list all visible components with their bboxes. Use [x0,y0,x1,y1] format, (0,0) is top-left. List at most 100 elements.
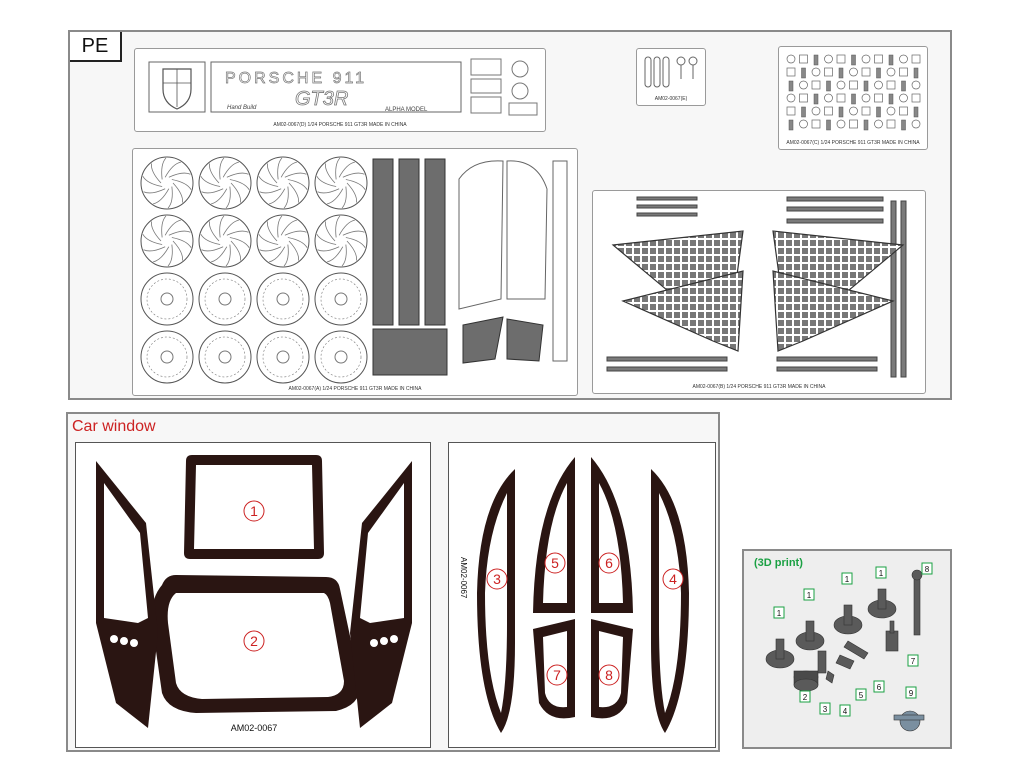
pe-sheet-e: AM02-0067(E) [636,48,706,106]
pe-rotor [314,156,368,210]
svg-text:6: 6 [877,683,882,692]
window-sheet-left-art: 1 2 AM02-0067 [96,455,412,733]
window-part-3-frame [477,469,515,733]
pe-rotor [140,330,194,384]
print3d-label: 5 [855,688,867,701]
pe-rotor-grid [140,156,368,384]
window-part-5-label: 5 [544,552,566,574]
svg-text:5: 5 [551,555,559,571]
window-right-code: AM02-0067 [459,557,468,599]
pe-rotor [140,156,194,210]
print3d-label: 1 [803,588,815,601]
window-part-6-frame [591,457,633,613]
window-left-code: AM02-0067 [231,723,278,733]
svg-text:1: 1 [845,575,850,584]
car-window-panel: Car window 1 2 AM [66,412,720,752]
pe-sheet-b-art [606,196,907,378]
pe-sheet-b-caption: AM02-0067(B) 1/24 PORSCHE 911 GT3R MADE … [692,384,826,390]
print3d-label: 1 [773,606,785,619]
svg-text:1: 1 [250,503,258,519]
svg-text:2: 2 [803,693,808,702]
pe-rotor [314,330,368,384]
print3d-label: 3 [819,702,831,715]
svg-text:9: 9 [909,689,914,698]
pe-sheet-d: PORSCHE 911 GT3R Hand Build ALPHA MODEL … [134,48,546,132]
print3d-label: 6 [873,680,885,693]
pe-sheet-a-art [140,156,568,384]
print3d-label: 8 [921,562,933,575]
window-sheet-right: AM02-0067 3 4 5 6 7 8 [448,442,716,748]
pe-script-text: Hand Build [227,105,257,111]
pe-sheet-d-art: PORSCHE 911 GT3R Hand Build ALPHA MODEL [148,58,538,116]
pe-maker-text: ALPHA MODEL [385,107,428,113]
window-part-4-frame [651,469,689,733]
pe-rotor [198,272,252,326]
print3d-parts-art: 1 1 1 1 8 2 3 4 5 6 7 9 [765,562,933,732]
pe-rotor [198,214,252,268]
svg-text:4: 4 [669,571,677,587]
window-part-1-label: 1 [243,500,265,522]
print3d-label: 7 [907,654,919,667]
pe-grilles [372,158,568,376]
pe-rotor [256,156,310,210]
window-part-4-label: 4 [662,568,684,590]
print3d-title: (3D print) [754,557,803,569]
pe-rotor [140,214,194,268]
window-part-left-frame [96,461,158,728]
pe-rotor [198,156,252,210]
svg-text:8: 8 [605,667,613,683]
svg-text:1: 1 [879,569,884,578]
print3d-label: 2 [799,690,811,703]
window-part-7-label: 7 [546,664,568,686]
print3d-panel: (3D print) 1 1 1 1 8 2 3 4 5 6 7 9 [742,549,952,749]
window-part-7-frame [533,619,575,719]
pe-brand-main: PORSCHE 911 [225,70,367,87]
pe-sheet-a: AM02-0067(A) 1/24 PORSCHE 911 GT3R MADE … [132,148,578,396]
svg-text:1: 1 [807,591,812,600]
pe-rotor [256,272,310,326]
svg-text:2: 2 [250,633,258,649]
pe-rotor [198,330,252,384]
svg-text:3: 3 [493,571,501,587]
pe-sheet-e-caption: AM02-0067(E) [654,96,688,102]
pe-sheet-a-caption: AM02-0067(A) 1/24 PORSCHE 911 GT3R MADE … [288,386,422,392]
window-part-2-frame [151,575,361,713]
pe-rotor [140,272,194,326]
pe-sheet-d-caption: AM02-0067(D) 1/24 PORSCHE 911 GT3R MADE … [273,122,407,128]
window-part-6-label: 6 [598,552,620,574]
svg-text:7: 7 [553,667,561,683]
pe-sheet-e-art [644,56,698,88]
crest-icon [162,68,192,110]
svg-text:8: 8 [925,565,930,574]
pe-brand-sub: GT3R [295,88,348,110]
window-part-3-label: 3 [486,568,508,590]
svg-text:4: 4 [843,707,848,716]
svg-text:1: 1 [777,609,782,618]
window-sheet-right-art: AM02-0067 3 4 5 6 7 8 [459,457,689,733]
window-part-8-frame [591,619,633,719]
pe-panel: PE PORSCHE 911 GT3R Hand Build ALPHA MOD… [68,30,952,400]
window-part-8-label: 8 [598,664,620,686]
window-part-5-frame [533,457,575,613]
pe-sheet-c-caption: AM02-0067(C) 1/24 PORSCHE 911 GT3R MADE … [786,140,920,146]
window-sheet-left: 1 2 AM02-0067 [75,442,431,748]
svg-text:3: 3 [823,705,828,714]
svg-text:7: 7 [911,657,916,666]
window-part-right-frame [350,461,412,728]
pe-rotor [314,214,368,268]
svg-text:6: 6 [605,555,613,571]
print3d-label: 9 [905,686,917,699]
pe-rotor [256,214,310,268]
pe-small-parts [786,54,921,131]
window-part-2-label: 2 [243,630,265,652]
pe-tag: PE [70,32,122,62]
svg-text:5: 5 [859,691,864,700]
car-window-title: Car window [72,418,156,435]
print3d-label: 1 [875,566,887,579]
pe-rotor [314,272,368,326]
print3d-label: 4 [839,704,851,717]
pe-rotor [256,330,310,384]
pe-sheet-c: AM02-0067(C) 1/24 PORSCHE 911 GT3R MADE … [778,46,928,150]
pe-sheet-c-art [786,54,921,131]
print3d-label: 1 [841,572,853,585]
